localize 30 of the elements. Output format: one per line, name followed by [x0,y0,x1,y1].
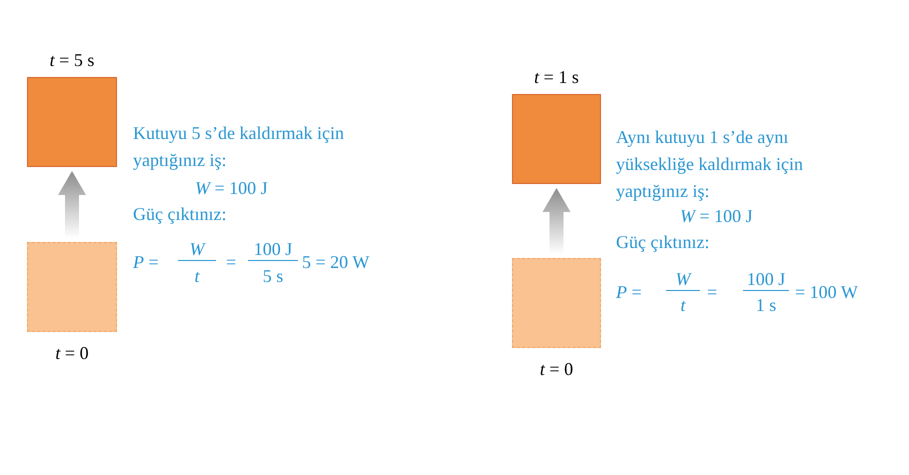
work-equation: W = 100 J [195,178,268,198]
equation-result: = 100 W [795,282,858,302]
equals-sign: = [226,252,236,272]
time-label: t = 5 s [50,51,94,69]
arrow [58,171,86,238]
fraction-denominator: 1 s [754,295,778,315]
fraction-numerator: W [178,239,216,261]
equation-term: P = [616,282,642,302]
time-label: t = 0 [55,344,89,362]
fraction-numerator: 100 J [743,269,789,291]
fraction-denominator: 5 s [262,266,284,286]
fraction-numerator: 100 J [248,239,298,261]
power-heading: Güç çıktınız: [616,232,710,252]
equals-sign: = [707,282,718,302]
box-start-position [512,258,601,348]
arrow [542,188,570,254]
equation-term: P = [133,252,159,272]
fraction-numerator: W [666,269,700,291]
time-label: t = 0 [540,360,574,378]
work-description: Aynı kutuyu 1 s’de aynı yüksekliğe kaldırmak için yaptığınız iş: [616,126,804,203]
time-label: t = 1 s [534,68,579,86]
lifted-box [27,77,117,167]
fraction-denominator: t [193,266,201,286]
power-heading: Güç çıktınız: [133,204,226,224]
lifted-box [512,94,601,184]
work-description: Kutuyu 5 s’de kaldırmak için yaptığınız iş: [133,122,345,172]
box-start-position [27,242,117,332]
equation-result: 5 = 20 W [302,252,370,272]
fraction-denominator: t [679,295,687,315]
work-equation: W = 100 J [680,206,753,226]
